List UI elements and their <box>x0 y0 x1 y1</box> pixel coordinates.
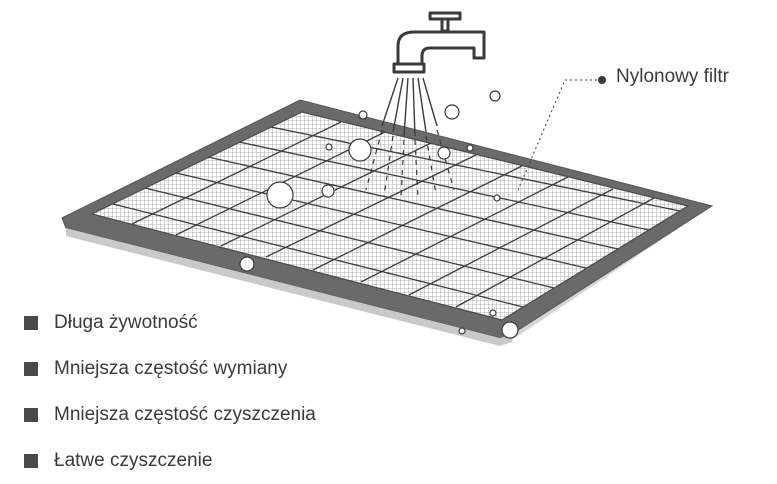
water-spray <box>365 77 455 199</box>
bubble <box>358 110 368 120</box>
feature-item: Łatwe czyszczenie <box>24 438 316 484</box>
bubble <box>489 90 501 102</box>
callout-dot <box>598 76 606 84</box>
callout-leader <box>517 76 606 191</box>
bubble <box>437 146 451 160</box>
feature-text: Długa żywotność <box>54 312 198 333</box>
bubble <box>325 143 333 151</box>
bubble <box>501 321 519 339</box>
square-bullet-icon <box>24 454 38 468</box>
square-bullet-icon <box>24 316 38 330</box>
feature-text: Mniejsza częstość czyszczenia <box>54 404 316 425</box>
bubble <box>493 194 501 202</box>
feature-item: Mniejsza częstość czyszczenia <box>24 392 316 438</box>
nylon-mesh <box>90 111 690 321</box>
feature-item: Mniejsza częstość wymiany <box>24 346 316 392</box>
feature-text: Mniejsza częstość wymiany <box>54 358 288 379</box>
bubble <box>239 256 255 272</box>
square-bullet-icon <box>24 408 38 422</box>
bubble <box>348 138 372 162</box>
bubble <box>489 309 497 317</box>
bubble <box>266 181 294 209</box>
feature-list: Długa żywotność Mniejsza częstość wymian… <box>24 300 316 484</box>
callout-label: Nylonowy filtr <box>616 66 729 87</box>
bubble <box>321 184 335 198</box>
bubbles <box>239 90 519 339</box>
faucet-icon <box>392 11 486 74</box>
square-bullet-icon <box>24 362 38 376</box>
bubble <box>466 144 474 152</box>
bubble <box>458 327 466 335</box>
feature-text: Łatwe czyszczenie <box>54 450 213 471</box>
bubble <box>444 104 460 120</box>
feature-item: Długa żywotność <box>24 300 316 346</box>
